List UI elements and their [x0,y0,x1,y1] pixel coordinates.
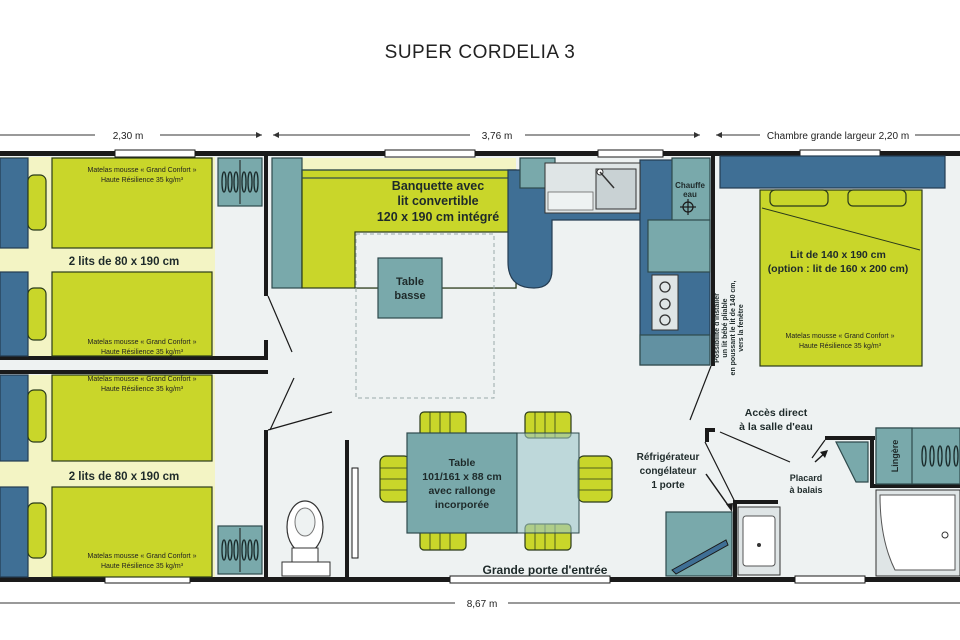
dining-table-label-3: avec rallonge [428,485,495,497]
broom-closet [835,441,869,483]
master-mattress-label-2: Haute Résilience 35 kg/m³ [799,343,882,350]
fridge-label-1: Réfrigérateur [637,452,700,463]
bed-top-1 [0,157,213,249]
beds-top-label: 2 lits de 80 x 190 cm [69,256,180,268]
partition-walls [0,156,960,578]
bed-bottom-1 [0,374,213,462]
broom-closet-arrow-head [820,450,828,458]
coffee-table-label-1: Table [396,276,424,288]
svg-text:vers la fenêtre: vers la fenêtre [738,304,745,352]
bathroom-access-label-1: Accès direct [745,407,808,419]
svg-text:Possibilité d'installer: Possibilité d'installer [714,293,721,363]
bathroom-sink [737,506,781,576]
stove-icon [651,274,679,331]
mattress-label: Matelas mousse « Grand Confort » [88,339,197,346]
mattress-label: Matelas mousse « Grand Confort » [88,553,197,560]
mattress-label: Haute Résilience 35 kg/m³ [101,177,184,184]
fridge-arrow [705,473,731,509]
doors [267,295,826,559]
master-bed [719,155,946,367]
sofa-bed-extension-outline [355,233,495,399]
shower [875,489,960,577]
entrance-door-label: Grande porte d'entrée [483,563,608,577]
fridge-label-3: 1 porte [651,480,685,491]
svg-text:un lit bébé pliable: un lit bébé pliable [722,298,729,357]
banquette-label-1: Banquette avec [392,179,484,193]
toilet [281,500,331,577]
coffee-table-label-2: basse [394,290,425,302]
kitchen-sink [544,162,641,214]
water-heater-label-2: eau [683,190,697,199]
wardrobe-bottom [217,525,263,575]
master-bed-label-2: (option : lit de 160 x 200 cm) [768,263,909,275]
table-extension [516,432,580,534]
banquette-label-3: 120 x 190 cm intégré [377,210,499,224]
mattress-label: Haute Résilience 35 kg/m³ [101,386,184,393]
bathroom-access-label-2: à la salle d'eau [739,421,813,433]
mattress-labels: Matelas mousse « Grand Confort » Haute R… [88,167,197,570]
wardrobe-top [217,157,263,207]
master-bed-label-1: Lit de 140 x 190 cm [790,249,886,261]
fridge [665,511,733,577]
fridge-label-2: congélateur [640,466,697,477]
baby-bed-note: Possibilité d'installer un lit bébé plia… [714,280,745,375]
banquette-label-2: lit convertible [397,194,478,208]
mattress-label: Haute Résilience 35 kg/m³ [101,349,184,356]
dining-table-label-2: 101/161 x 88 cm [422,471,501,483]
master-mattress-label-1: Matelas mousse « Grand Confort » [786,333,895,340]
mattress-label: Matelas mousse « Grand Confort » [88,376,197,383]
dimension-right: Chambre grande largeur 2,20 m [767,131,909,142]
dimension-left: 2,30 m [113,131,144,142]
broom-closet-label-1: Placard [790,473,823,483]
top-dimension-lines [0,132,960,138]
linen-cupboard-label: Lingère [890,440,900,473]
dining-table-label-1: Table [449,457,476,469]
water-heater-icon [680,199,696,215]
dimension-total: 8,67 m [467,599,498,610]
beds-bottom-label: 2 lits de 80 x 190 cm [69,471,180,483]
plan-title: SUPER CORDELIA 3 [385,42,576,63]
mattress-label: Haute Résilience 35 kg/m³ [101,563,184,570]
bed-top-2 [0,271,213,357]
linen-cupboard [875,427,960,485]
dimension-middle: 3,76 m [482,131,513,142]
windows [104,149,881,584]
coffee-table [377,257,443,319]
bed-bottom-2 [0,486,213,578]
fridge-arrow-head [726,503,733,512]
dining-table-label-4: incorporée [435,499,489,511]
water-heater-label-1: Chauffe [675,181,705,190]
mattress-label: Matelas mousse « Grand Confort » [88,167,197,174]
broom-closet-label-2: à balais [789,485,822,495]
dining-table [406,432,518,534]
svg-text:en poussant le lit de 140 cm,: en poussant le lit de 140 cm, [730,280,737,375]
